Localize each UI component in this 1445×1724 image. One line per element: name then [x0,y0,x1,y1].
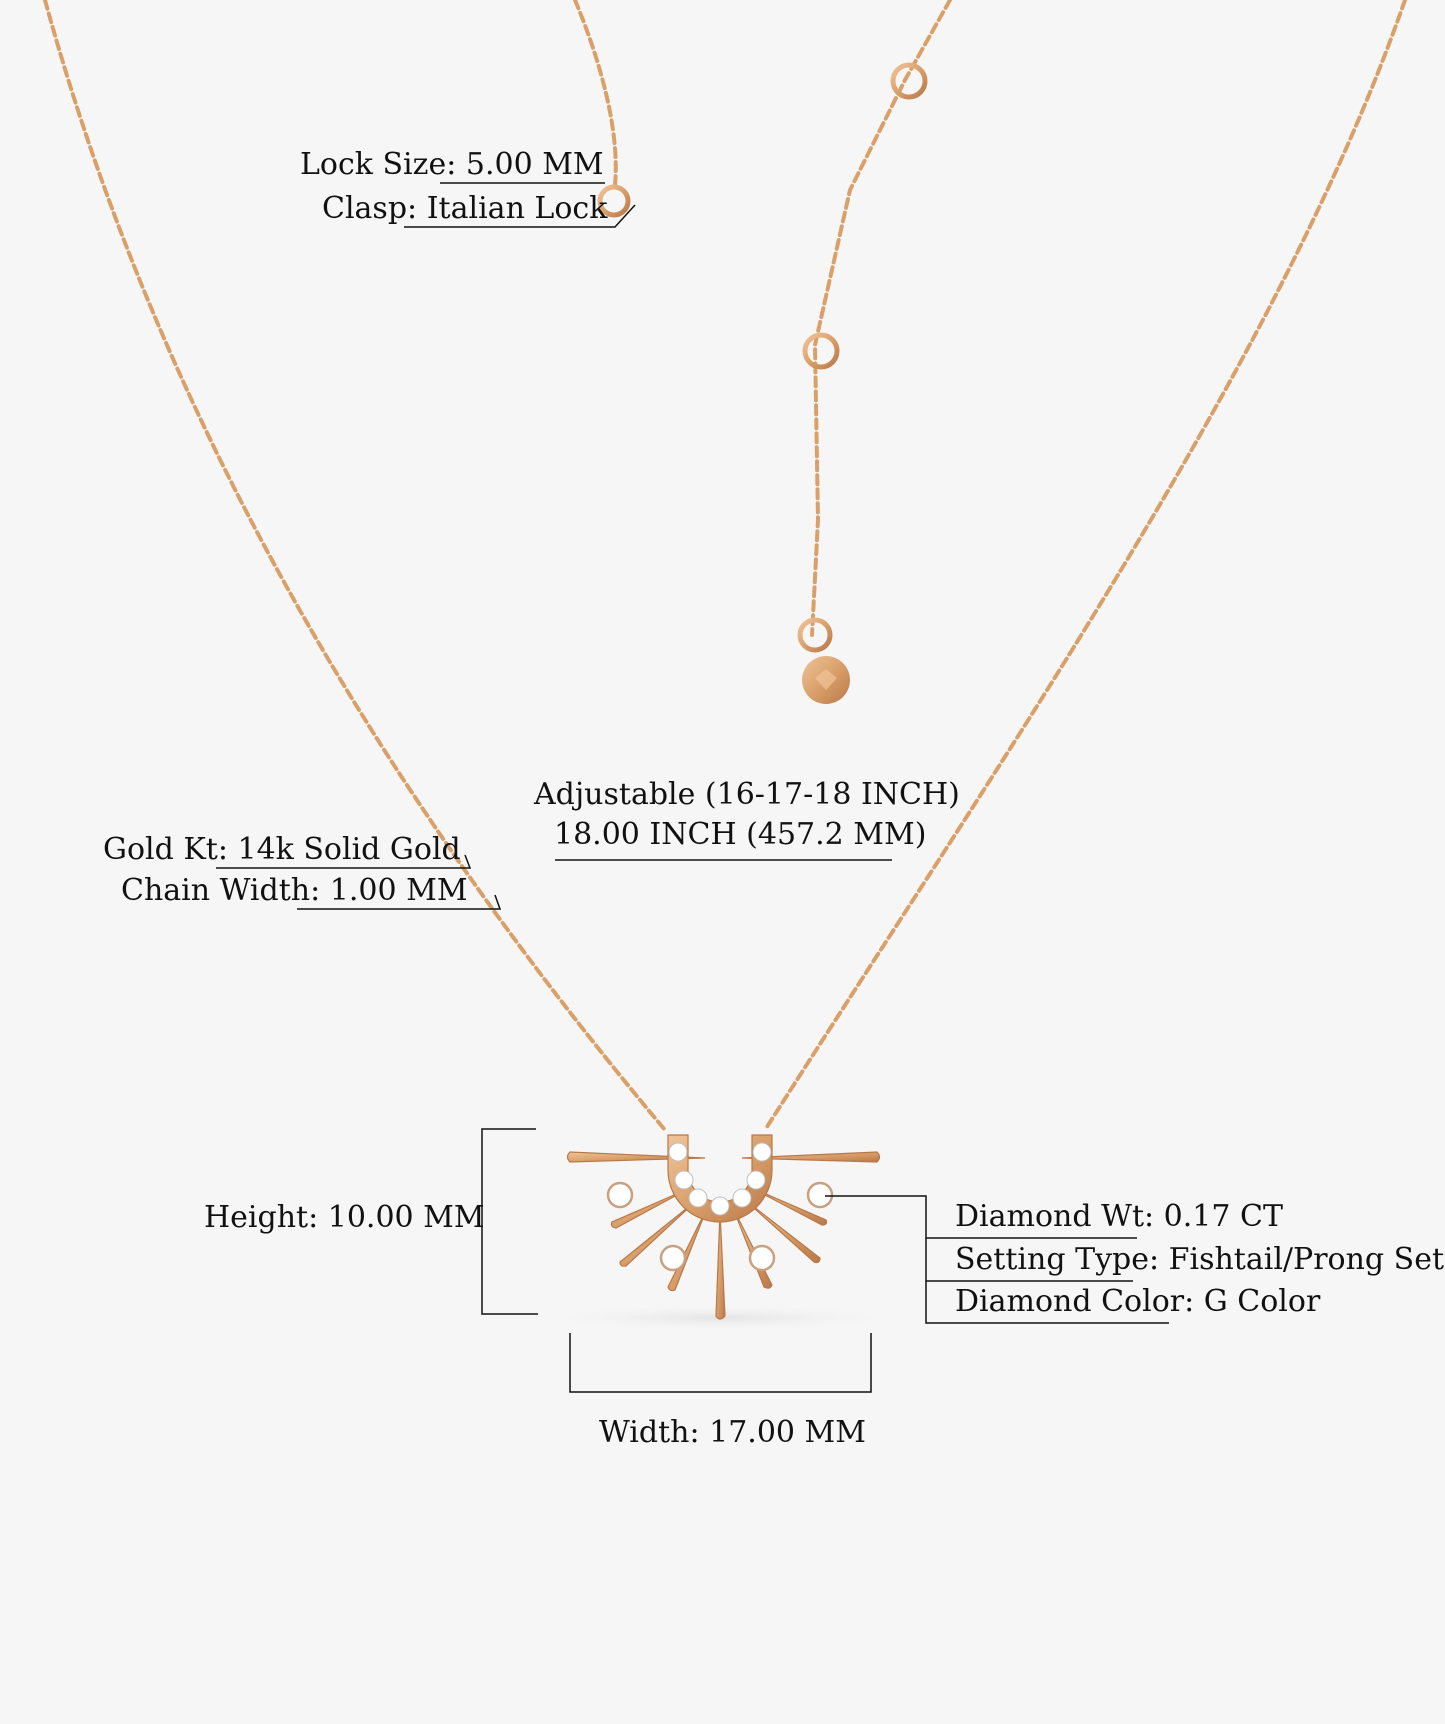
logo-tag-mark [815,669,837,690]
lock-size-label: Lock Size: 5.00 MM [300,148,604,182]
length-label: 18.00 INCH (457.2 MM) [554,817,927,852]
diamond-wt-value: 0.17 CT [1163,1199,1283,1234]
leader-lines [216,182,1169,1393]
extender-rings [597,62,928,653]
length-adjustable-label: Adjustable (16-17-18 INCH) [534,777,960,812]
diamond-color-value: G Color [1203,1284,1321,1319]
diamond-wt-key: Diamond Wt: [955,1199,1155,1234]
gold-kt-label: Gold Kt: 14k Solid Gold [103,833,461,867]
clasp-label: Clasp: Italian Lock [322,192,607,226]
lock-ring [597,184,631,218]
chain-width-label: Chain Width: 1.00 MM [121,874,468,908]
sun-pendant [566,1134,881,1320]
diamond-color-label: Diamond Color: G Color [955,1285,1320,1319]
extender-ring-3 [797,617,833,653]
setting-type-value: Fishtail/Prong Setting [1168,1242,1445,1277]
gold-kt-value: 14k Solid Gold [237,832,461,867]
chain-right [763,0,1407,1132]
setting-type-key: Setting Type: [955,1242,1160,1277]
chain-width-key: Chain Width: [121,873,321,908]
diamond-color-key: Diamond Color: [955,1284,1195,1319]
lock-size-key: Lock Size: [300,147,457,182]
extender-ring-1 [890,62,928,100]
diamond-wt-label: Diamond Wt: 0.17 CT [955,1200,1283,1234]
width-label: Width: 17.00 MM [599,1415,866,1450]
gold-kt-key: Gold Kt: [103,832,228,867]
chain-clasp-strand [573,0,618,187]
extender-ring-2 [802,332,840,370]
chain-extender [810,0,952,637]
chain [43,0,1407,1132]
clasp-key: Clasp: [322,191,418,226]
clasp-value: Italian Lock [426,191,608,226]
chain-width-value: 1.00 MM [329,873,468,908]
chain-left [43,0,667,1132]
height-label: Height: 10.00 MM [204,1200,485,1235]
setting-type-label: Setting Type: Fishtail/Prong Setting [955,1243,1445,1277]
lock-size-value: 5.00 MM [465,147,604,182]
